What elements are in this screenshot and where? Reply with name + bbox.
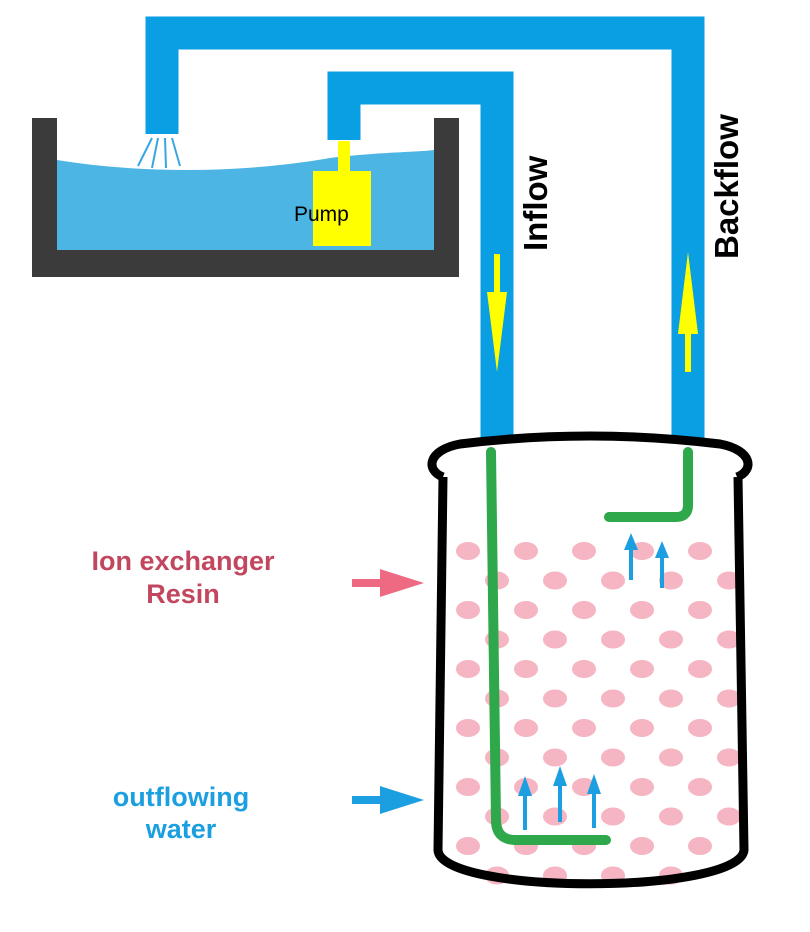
resin-bead (659, 748, 683, 767)
resin-bead (630, 837, 654, 855)
resin-bead (543, 630, 567, 649)
resin-bead (514, 542, 538, 560)
resin-bead (688, 542, 712, 560)
backflow-label: Backflow (708, 114, 745, 259)
resin-bead (543, 807, 567, 826)
resin-bead (688, 660, 712, 678)
resin-bead (630, 719, 654, 737)
resin-bead (717, 689, 741, 708)
up-flow-arrow (624, 533, 638, 580)
outflow-label-line2: water (145, 814, 217, 844)
resin-bead (717, 748, 741, 767)
resin-tank (427, 431, 753, 889)
outflow-pointer-arrow (352, 786, 424, 814)
up-flow-arrows (518, 533, 669, 830)
pump-outlet (338, 141, 350, 173)
spray-nozzle-icon (137, 137, 181, 169)
resin-label: Ion exchanger Resin (91, 546, 275, 609)
resin-bead (717, 571, 741, 590)
resin-bead (514, 660, 538, 678)
outflow-label-line1: outflowing (113, 782, 249, 812)
up-flow-arrow (518, 776, 532, 830)
resin-label-line1: Ion exchanger (91, 546, 275, 576)
resin-label-line2: Resin (146, 579, 220, 609)
resin-bead (456, 837, 480, 855)
inflow-label: Inflow (517, 155, 554, 251)
pump-label: Pump (294, 203, 349, 226)
backflow-tube (604, 447, 693, 522)
resin-bead (514, 601, 538, 619)
up-flow-arrow (587, 774, 601, 828)
inflow-tube (486, 447, 611, 845)
resin-bead (543, 748, 567, 767)
resin-bead (630, 660, 654, 678)
resin-bead (717, 630, 741, 649)
resin-bead (659, 807, 683, 826)
tank-top-rim (427, 431, 753, 482)
resin-bead (630, 601, 654, 619)
resin-bead (456, 542, 480, 560)
resin-bead (659, 630, 683, 649)
resin-bead (601, 689, 625, 708)
basin-water (57, 150, 434, 250)
resin-bead (601, 630, 625, 649)
flow-arrow-icon (487, 252, 698, 372)
resin-bead (543, 571, 567, 590)
resin-bead (659, 689, 683, 708)
pump (313, 141, 371, 246)
resin-bead (572, 660, 596, 678)
backflow-up-arrow (678, 252, 698, 372)
resin-bead (688, 837, 712, 855)
resin-bead (717, 807, 741, 826)
resin-bead (543, 689, 567, 708)
resin-bead (688, 778, 712, 796)
resin-bead (601, 807, 625, 826)
resin-bead (630, 778, 654, 796)
outflow-label: outflowing water (113, 782, 249, 844)
resin-bead (601, 571, 625, 590)
resin-bead (572, 542, 596, 560)
resin-bead (456, 601, 480, 619)
water-basin (32, 118, 459, 277)
tank-body (433, 476, 749, 889)
inflow-down-arrow (487, 254, 507, 372)
resin-bead (456, 719, 480, 737)
resin-bead (572, 601, 596, 619)
resin-bead (688, 601, 712, 619)
pump-body (313, 171, 371, 246)
backflow-pipe (145, 16, 705, 440)
resin-bead (688, 719, 712, 737)
resin-bead (572, 719, 596, 737)
resin-bead (601, 748, 625, 767)
resin-bead (659, 571, 683, 590)
resin-bead (514, 719, 538, 737)
resin-pointer-arrow (352, 569, 424, 597)
up-flow-arrow (655, 541, 669, 588)
up-flow-arrow (553, 766, 567, 822)
resin-bead (456, 778, 480, 796)
resin-bead (456, 660, 480, 678)
